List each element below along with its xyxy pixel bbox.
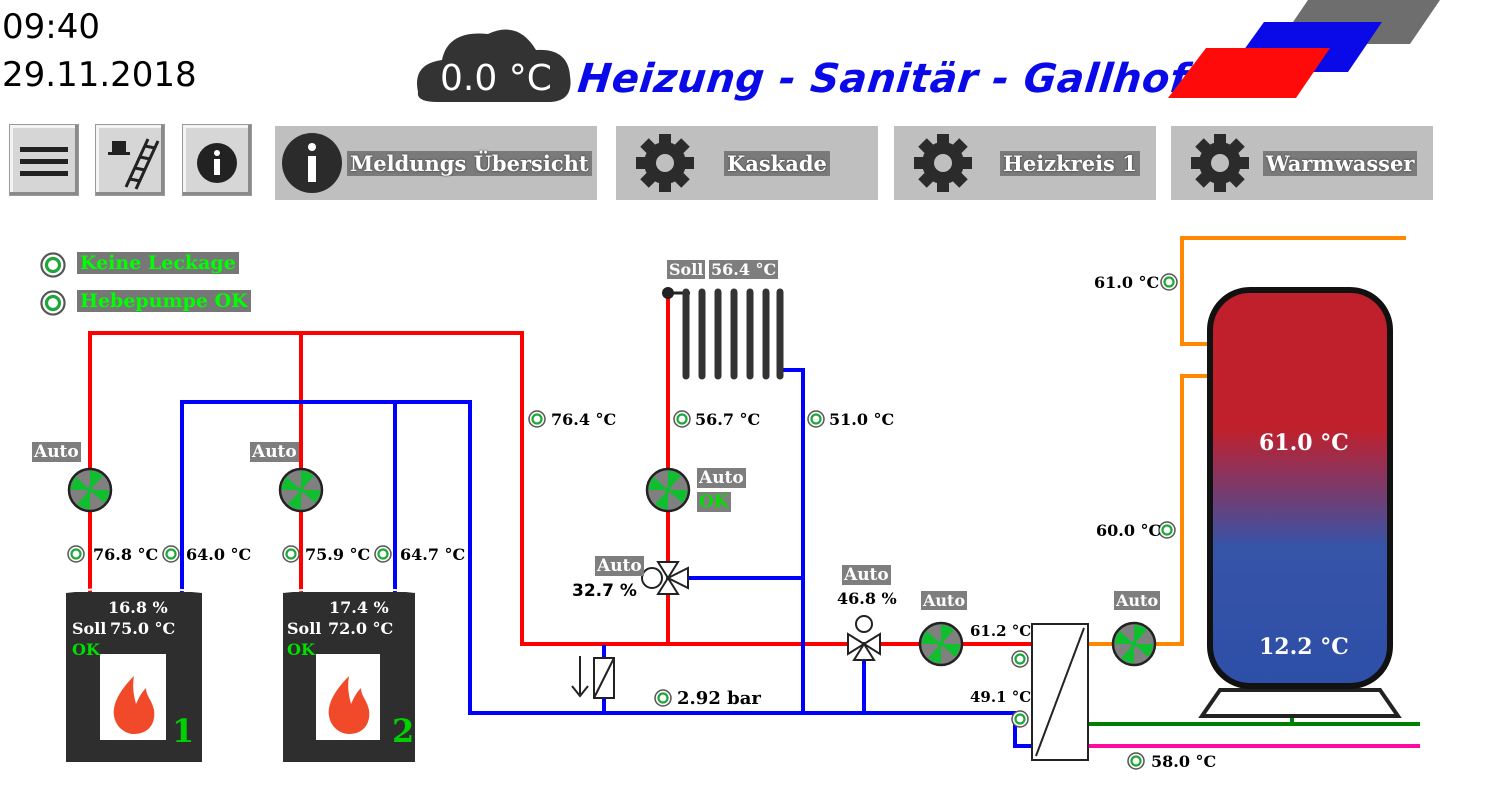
gear-icon: [1191, 134, 1249, 192]
boiler-2-soll-label: Soll: [287, 619, 322, 638]
info-circle-icon: [282, 133, 342, 193]
dhw-top-sensor-temp: 61.0 °C: [1094, 273, 1160, 292]
pump-icon: [278, 467, 324, 513]
dhw-pump2-mode[interactable]: Auto: [1114, 591, 1161, 610]
sensor-icon: [282, 545, 300, 563]
boiler-1-power: 16.8 %: [108, 598, 168, 617]
storage-tank-icon: [1198, 287, 1402, 718]
system-pressure: 2.92 bar: [677, 688, 761, 709]
pump-icon: [1111, 621, 1157, 667]
nav-button-label: Kaskade: [724, 150, 830, 176]
hk-soll-label: Soll: [667, 260, 706, 279]
sensor-icon: [1011, 650, 1029, 668]
sensor-icon: [162, 545, 180, 563]
company-logo: [1168, 0, 1440, 98]
radiator-icon: [662, 287, 784, 380]
boiler-1-soll-label: Soll: [72, 619, 107, 638]
tank-top-temp: 61.0 °C: [1259, 430, 1349, 456]
cloud-icon: [417, 29, 571, 102]
sensor-icon: [1127, 752, 1145, 770]
sensor-icon: [673, 410, 691, 428]
sensor-icon: [654, 689, 672, 707]
boiler-2-pump-mode[interactable]: Auto: [250, 442, 299, 462]
three-way-valve-icon: [847, 615, 881, 661]
hamburger-menu-icon: [20, 147, 68, 176]
nav-button-heizkreis[interactable]: Heizkreis 1: [894, 126, 1156, 200]
boiler-2-number: 2: [392, 712, 415, 750]
pump-icon: [67, 467, 113, 513]
info-button[interactable]: [182, 124, 252, 196]
status-led-icon: [40, 290, 66, 316]
clock-time: 09:40: [2, 7, 100, 47]
gear-icon: [914, 134, 972, 192]
hk-soll-temp[interactable]: 56.4 °C: [709, 260, 779, 279]
dhw-valve-mode[interactable]: Auto: [842, 565, 891, 585]
boiler-1-pump-mode[interactable]: Auto: [32, 442, 81, 462]
boiler-2-state: OK: [287, 640, 315, 659]
boiler-1: [65, 587, 203, 762]
pump-icon: [918, 621, 964, 667]
hk-mixer-mode[interactable]: Auto: [595, 556, 644, 576]
chimney-sweep-button[interactable]: [95, 124, 165, 196]
clock-date: 29.11.2018: [2, 55, 197, 95]
info-icon: [197, 143, 237, 183]
boiler-1-number: 1: [172, 712, 195, 750]
boiler-2-soll-temp: 72.0 °C: [328, 619, 394, 638]
boiler-2-flow-temp: 75.9 °C: [305, 545, 371, 564]
hk-pump-mode[interactable]: Auto: [697, 468, 746, 488]
sensor-icon: [528, 410, 546, 428]
pump-icon: [645, 467, 691, 513]
tank-bottom-temp: 12.2 °C: [1259, 634, 1349, 660]
hk-flow-temp: 56.7 °C: [695, 410, 761, 429]
nav-button-meldungs[interactable]: Meldungs Übersicht: [275, 126, 597, 200]
hk-pump-state: OK: [697, 492, 731, 512]
gear-icon: [636, 134, 694, 192]
main-flow-temp: 76.4 °C: [551, 410, 617, 429]
menu-button[interactable]: [9, 124, 79, 196]
nav-button-warmwasser[interactable]: Warmwasser: [1171, 126, 1433, 200]
nav-button-kaskade[interactable]: Kaskade: [616, 126, 878, 200]
sensor-icon: [374, 545, 392, 563]
lift-pump-status: Hebepumpe OK: [77, 290, 251, 312]
nav-button-label: Meldungs Übersicht: [347, 150, 592, 176]
boiler-1-soll-temp: 75.0 °C: [110, 619, 176, 638]
nav-button-label: Heizkreis 1: [1000, 150, 1140, 176]
boiler-2: [282, 587, 416, 762]
boiler-1-flow-temp: 76.8 °C: [93, 545, 159, 564]
sensor-icon: [1158, 521, 1176, 539]
outside-temperature: 0.0 °C: [440, 58, 552, 99]
hx-outlet-temp: 49.1 °C: [970, 688, 1032, 706]
hx-inlet-temp: 61.2 °C: [970, 622, 1032, 640]
hk-mixer-percent: 32.7 %: [572, 581, 637, 601]
circulation-temp: 58.0 °C: [1151, 752, 1217, 771]
boiler-1-state: OK: [72, 640, 100, 659]
boiler-1-return-temp: 64.0 °C: [186, 545, 252, 564]
dhw-mid-sensor-temp: 60.0 °C: [1096, 521, 1162, 540]
boiler-2-return-temp: 64.7 °C: [400, 545, 466, 564]
heat-exchanger-icon: [1031, 623, 1089, 761]
sensor-icon: [67, 545, 85, 563]
leak-status: Keine Leckage: [77, 252, 239, 274]
hk-return-temp: 51.0 °C: [829, 410, 895, 429]
dhw-pump1-mode[interactable]: Auto: [921, 591, 968, 610]
status-led-icon: [40, 252, 66, 278]
mixing-valve-icon: [641, 561, 689, 595]
sensor-icon: [807, 410, 825, 428]
sensor-icon: [1011, 710, 1029, 728]
boiler-2-power: 17.4 %: [329, 598, 389, 617]
cold-pipes: [180, 368, 1032, 748]
chimney-sweep-icon: [108, 138, 160, 190]
dhw-valve-percent: 46.8 %: [837, 589, 897, 608]
sensor-icon: [1160, 273, 1178, 291]
pressure-device-icon: [571, 656, 615, 699]
nav-button-label: Warmwasser: [1263, 150, 1418, 176]
